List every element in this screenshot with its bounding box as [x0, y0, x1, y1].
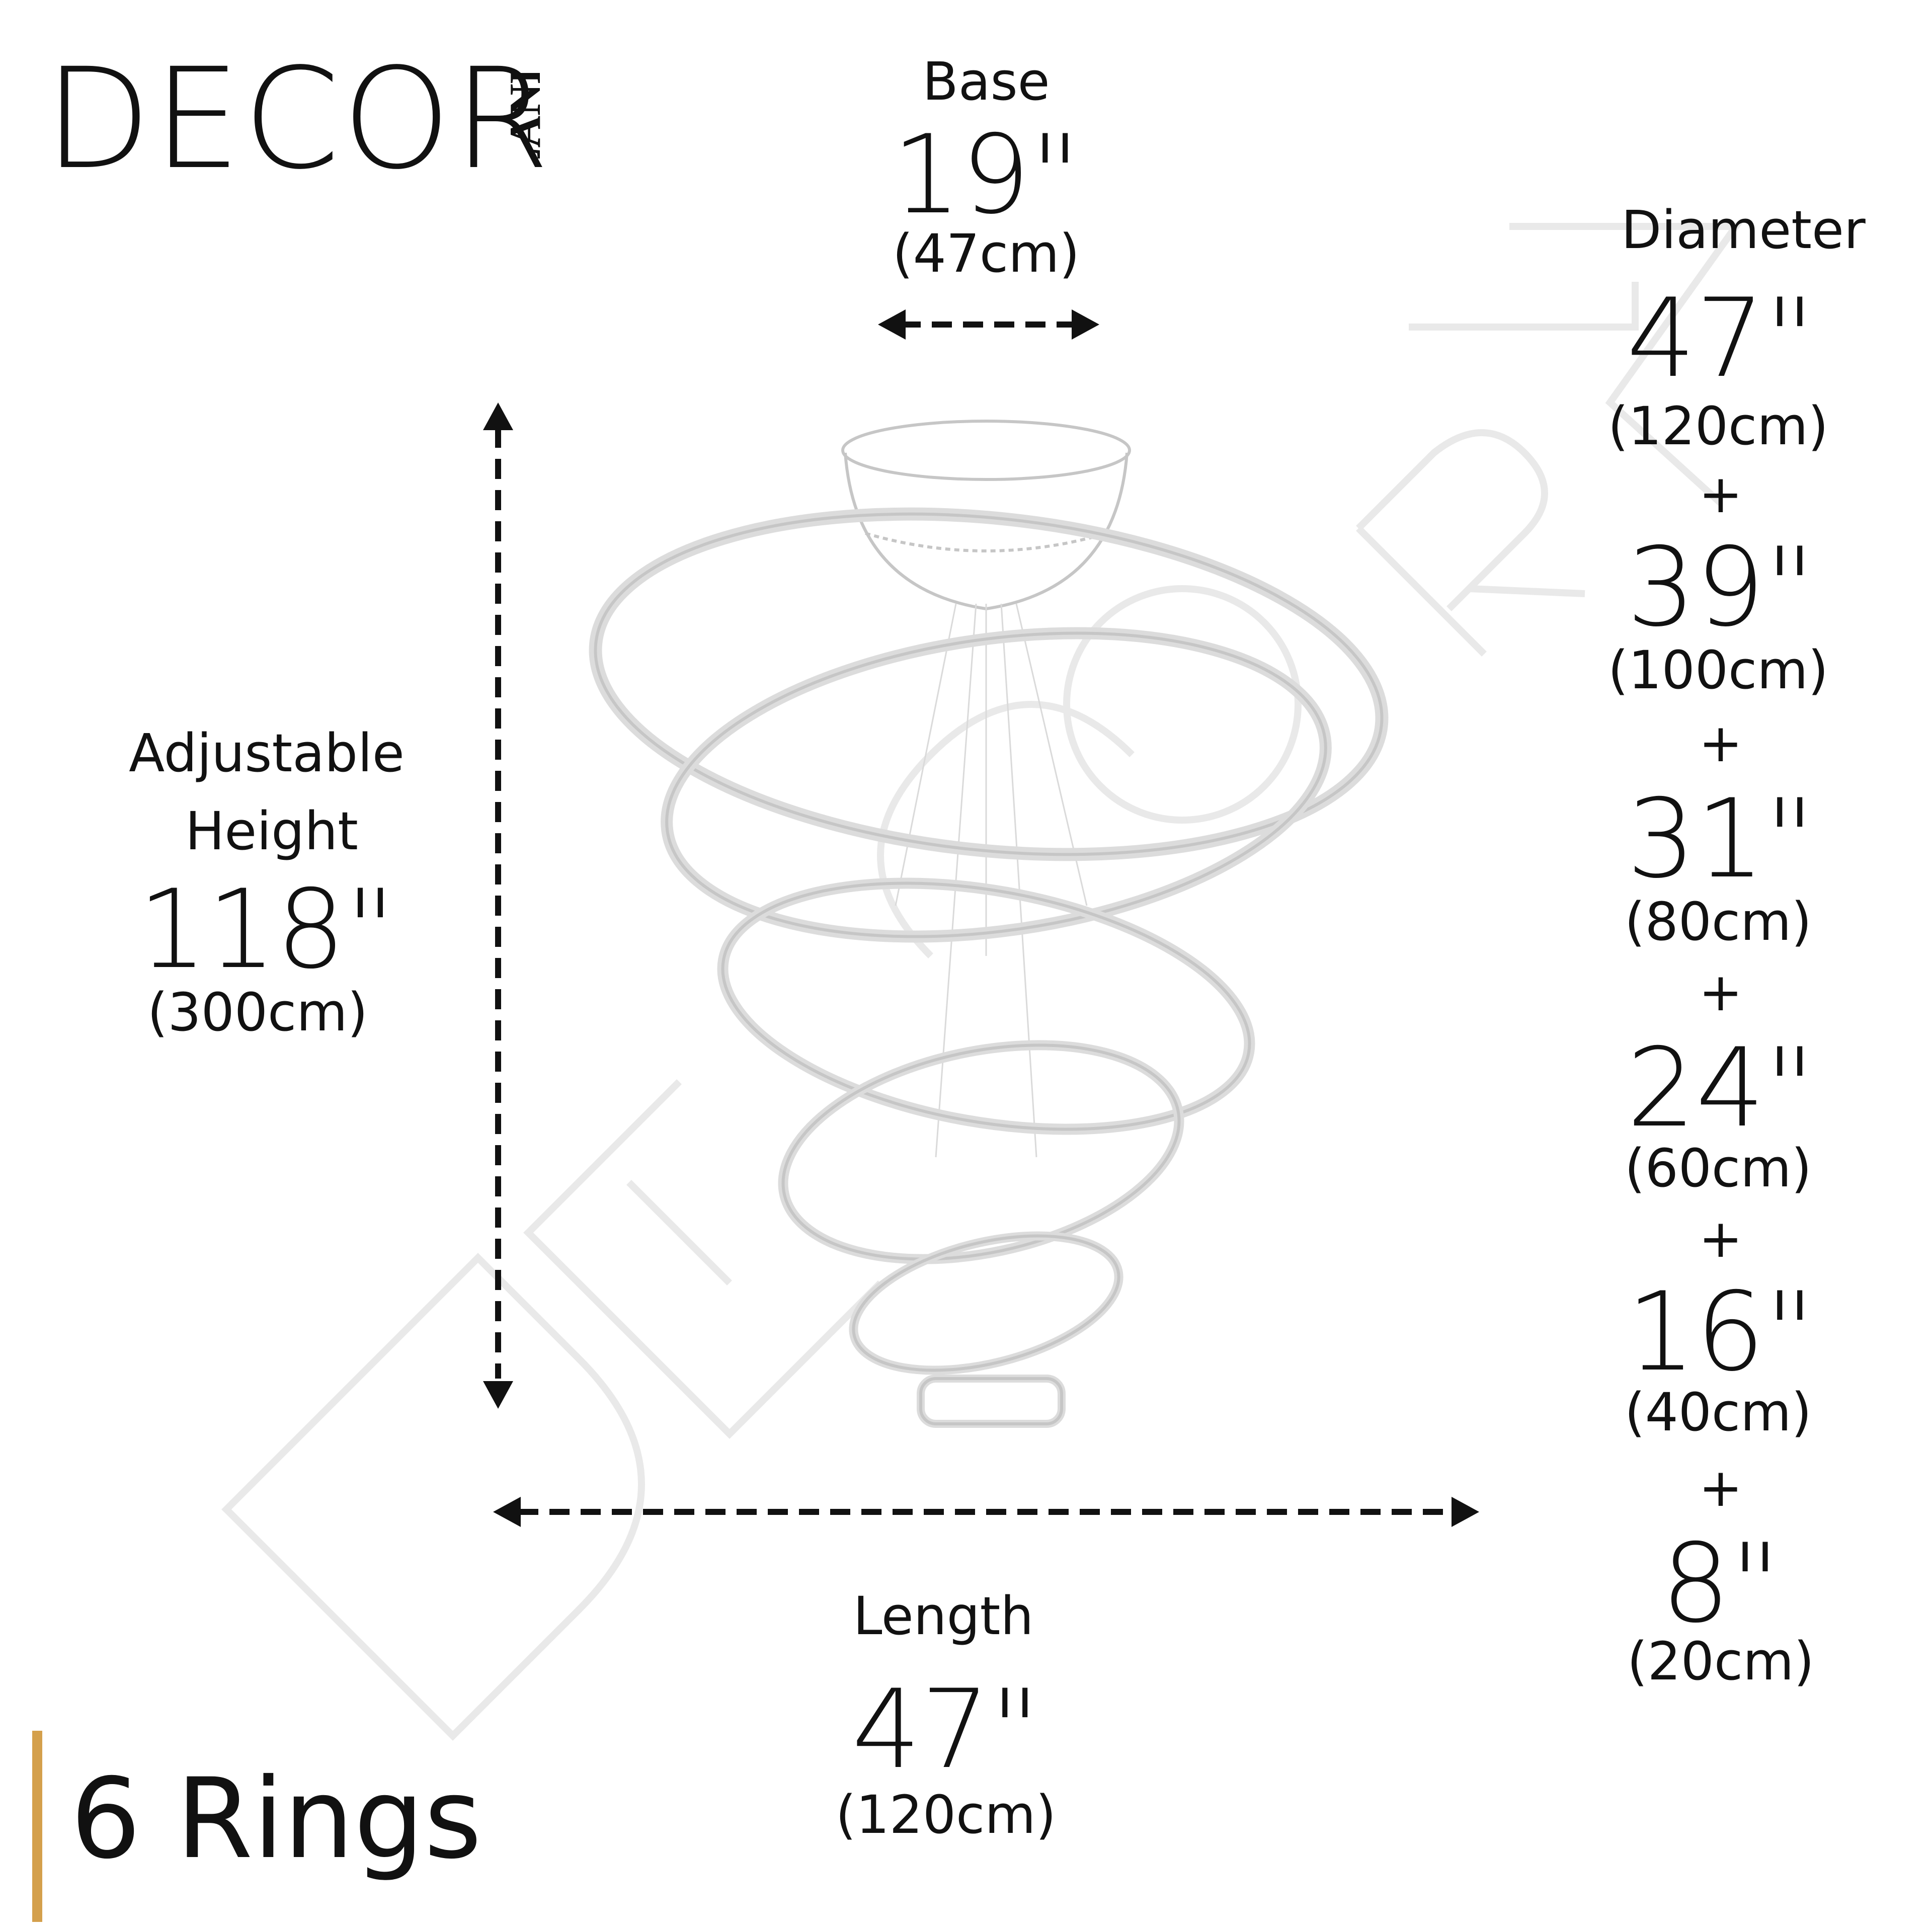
diameter-plus: + — [1699, 961, 1743, 1023]
diameter-plus: + — [1699, 1208, 1743, 1269]
height-label-line1: Adjustable — [129, 722, 405, 784]
diameter-ring-3-inches: 31" — [1626, 776, 1815, 902]
diameter-ring-6-cm: (20cm) — [1627, 1631, 1814, 1692]
watermark — [221, 223, 1743, 1741]
brand-logo-sub: LANE — [507, 73, 550, 158]
diameter-ring-2-cm: (100cm) — [1607, 639, 1829, 701]
height-label-line2: Height — [185, 800, 358, 862]
length-label: Length — [853, 1585, 1034, 1647]
base-label: Base — [922, 51, 1050, 112]
rings-count: 6 Rings — [70, 1754, 482, 1883]
diameter-ring-5-cm: (40cm) — [1625, 1382, 1812, 1443]
length-inches: 47" — [851, 1666, 1040, 1793]
diameter-ring-5-inches: 16" — [1626, 1269, 1815, 1395]
diameter-plus: + — [1699, 712, 1743, 774]
diameter-ring-1-cm: (120cm) — [1607, 395, 1829, 457]
height-inches: 118" — [138, 866, 395, 993]
diameter-ring-3-cm: (80cm) — [1625, 891, 1812, 952]
brand-logo: DECOR — [44, 39, 552, 200]
diameter-plus: + — [1699, 1457, 1743, 1518]
diameter-ring-1-inches: 47" — [1626, 275, 1815, 401]
svg-text:LANE: LANE — [507, 73, 550, 158]
chandelier-sketch — [589, 420, 1389, 1428]
diameter-ring-4-inches: 24" — [1626, 1025, 1815, 1151]
diameter-ring-4-cm: (60cm) — [1625, 1138, 1812, 1199]
diameter-label: Diameter — [1621, 199, 1866, 261]
base-cm: (47cm) — [893, 223, 1080, 284]
accent-bar — [32, 1731, 42, 1922]
diameter-ring-6-inches: 8" — [1661, 1520, 1781, 1647]
length-cm: (120cm) — [835, 1784, 1057, 1845]
diameter-ring-2-inches: 39" — [1626, 524, 1815, 651]
height-dimension-arrow — [483, 403, 513, 1409]
length-dimension-arrow — [493, 1497, 1479, 1527]
diameter-plus: + — [1699, 463, 1743, 525]
height-cm: (300cm) — [147, 982, 368, 1043]
base-dimension-arrow — [878, 309, 1099, 340]
base-inches: 19" — [892, 112, 1081, 238]
